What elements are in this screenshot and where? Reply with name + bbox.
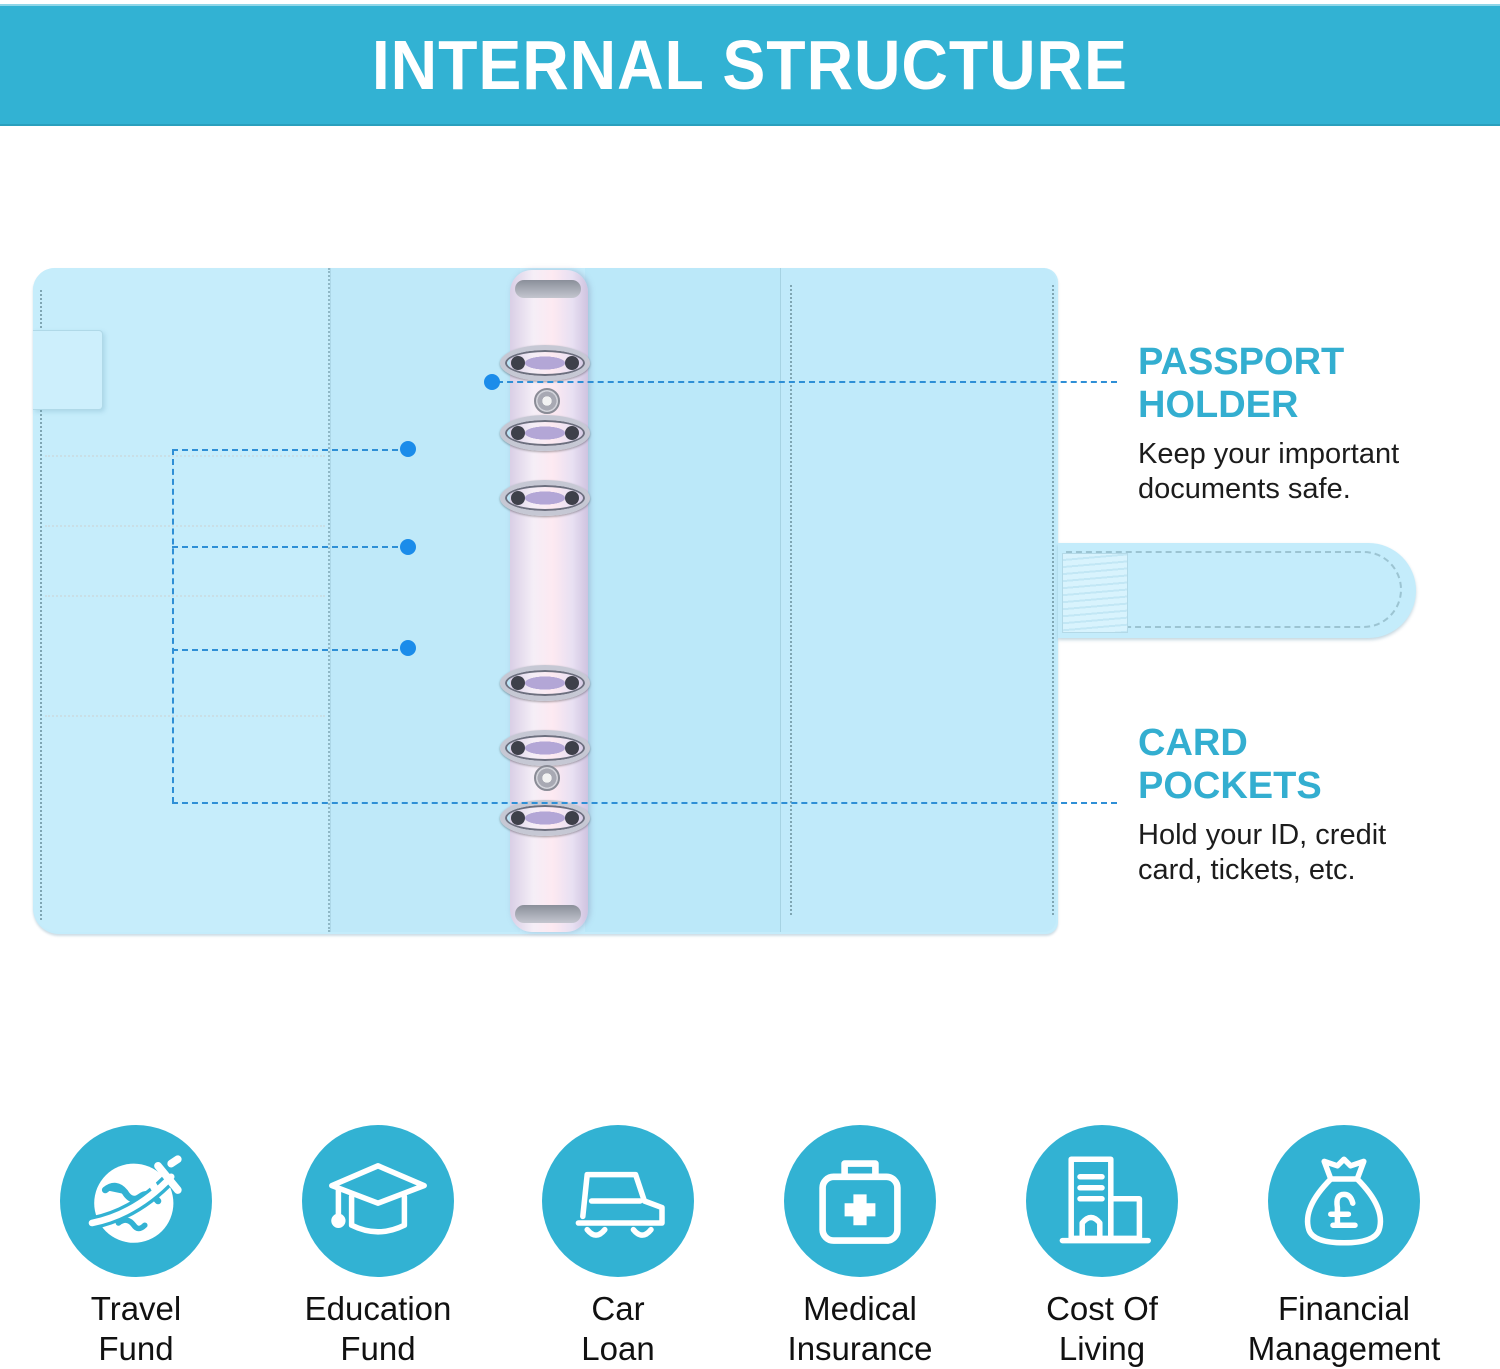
feature-label: Medical Insurance [740,1289,980,1369]
stitching [790,285,792,915]
card-slot-dot [400,640,416,656]
strap-loop [1062,553,1128,633]
feature-medical-insurance: Medical Insurance [740,1125,980,1369]
callout-title-line: HOLDER [1138,384,1299,426]
card-slot-line [45,595,325,597]
feature-label-line: Car [591,1290,645,1327]
spine-cap-top [515,280,581,298]
card-callout-line [172,802,1117,804]
callout-description: Hold your ID, credit card, tickets, etc. [1138,818,1386,888]
car-icon [542,1125,694,1277]
medical-kit-icon [784,1125,936,1277]
feature-car-loan: Car Loan [498,1125,738,1369]
card-slot-dot [400,441,416,457]
money-bag-pound-icon [1268,1125,1420,1277]
feature-travel-fund: Travel Fund [16,1125,256,1369]
callout-description-line: card, tickets, etc. [1138,854,1356,886]
inner-right-panel [585,268,780,932]
stitching [40,290,42,920]
callout-title-line: POCKETS [1138,765,1322,807]
feature-label-line: Loan [581,1330,655,1367]
card-pockets-callout: CARD POCKETS Hold your ID, credit card, … [1138,722,1386,888]
feature-financial-management: Financial Management [1224,1125,1464,1369]
feature-icons-row: Travel Fund Education Fund Car [0,1125,1500,1369]
binder-ring [500,415,590,451]
feature-label: Cost Of Living [982,1289,1222,1369]
binder-ring [500,345,590,381]
building-icon [1026,1125,1178,1277]
callout-description: Keep your important documents safe. [1138,437,1399,507]
header-banner: INTERNAL STRUCTURE [0,4,1500,126]
card-slot-pointer [172,449,408,451]
spine-cap-bottom [515,905,581,923]
card-slot-line [45,525,325,527]
page-title: INTERNAL STRUCTURE [372,26,1128,104]
ring-lever [534,765,560,791]
ring-lever [534,388,560,414]
globe-airplane-icon [60,1125,212,1277]
feature-label-line: Management [1247,1330,1441,1367]
callout-description-line: Keep your important [1138,438,1400,470]
binder-ring [500,730,590,766]
pen-loop [33,330,103,410]
passport-callout-line [497,381,1117,383]
feature-cost-of-living: Cost Of Living [982,1125,1222,1369]
feature-education-fund: Education Fund [258,1125,498,1369]
passport-callout-dot [484,374,500,390]
callout-title: PASSPORT HOLDER [1138,341,1399,427]
callout-description-line: Hold your ID, credit [1138,819,1387,851]
feature-label-line: Travel [90,1290,182,1327]
callout-title-line: PASSPORT [1138,341,1345,383]
feature-label: Financial Management [1224,1289,1464,1369]
feature-label-line: Financial [1277,1290,1411,1327]
stitching [1052,285,1054,915]
callout-title: CARD POCKETS [1138,722,1386,808]
feature-label-line: Fund [340,1330,416,1367]
binder-ring [500,665,590,701]
passport-holder-callout: PASSPORT HOLDER Keep your important docu… [1138,341,1399,507]
binder-ring [500,800,590,836]
feature-label-line: Fund [98,1330,174,1367]
binder-ring [500,480,590,516]
feature-label: Education Fund [258,1289,498,1369]
passport-pocket-panel [780,268,1056,932]
feature-label-line: Living [1058,1330,1146,1367]
card-slot-line [45,715,325,717]
card-slot-dot [400,539,416,555]
callout-title-line: CARD [1138,722,1248,764]
card-slot-line [45,455,325,457]
feature-label-line: Education [304,1290,452,1327]
feature-label: Travel Fund [16,1289,256,1369]
inner-left-panel [330,268,520,932]
graduation-cap-icon [302,1125,454,1277]
feature-label: Car Loan [498,1289,738,1369]
card-callout-bracket [172,449,174,803]
callout-description-line: documents safe. [1138,473,1351,505]
binder-illustration [33,268,1416,934]
card-slot-pointer [172,546,408,548]
feature-label-line: Cost Of [1046,1290,1158,1327]
feature-label-line: Insurance [787,1330,933,1367]
card-slot-pointer [172,649,408,651]
feature-label-line: Medical [803,1290,917,1327]
